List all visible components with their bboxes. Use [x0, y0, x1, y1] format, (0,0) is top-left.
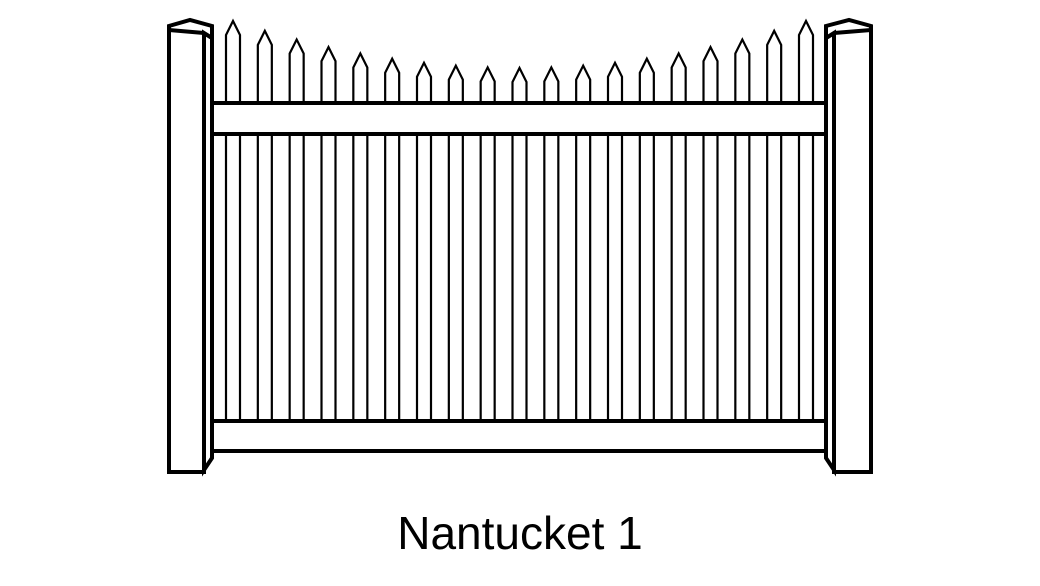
- picket: [638, 56, 655, 421]
- picket: [384, 56, 401, 421]
- picket: [575, 63, 592, 421]
- picket: [320, 44, 337, 421]
- picket: [797, 18, 815, 421]
- picket: [766, 28, 783, 421]
- picket: [670, 51, 687, 421]
- picket: [224, 18, 242, 421]
- fence-name-caption: Nantucket 1: [397, 507, 643, 559]
- picket: [288, 37, 305, 421]
- picket: [447, 63, 464, 421]
- picket: [734, 37, 751, 421]
- picket: [415, 60, 433, 421]
- picket: [352, 51, 369, 421]
- top-rail: [202, 101, 835, 136]
- picket: [479, 64, 496, 421]
- left-post: [167, 17, 214, 477]
- picket: [702, 44, 719, 421]
- picket: [256, 28, 273, 421]
- right-post: [824, 17, 873, 477]
- picket: [606, 60, 624, 421]
- pickets: [224, 18, 815, 421]
- picket: [543, 64, 560, 421]
- bottom-rail: [202, 419, 835, 453]
- picket: [511, 65, 528, 421]
